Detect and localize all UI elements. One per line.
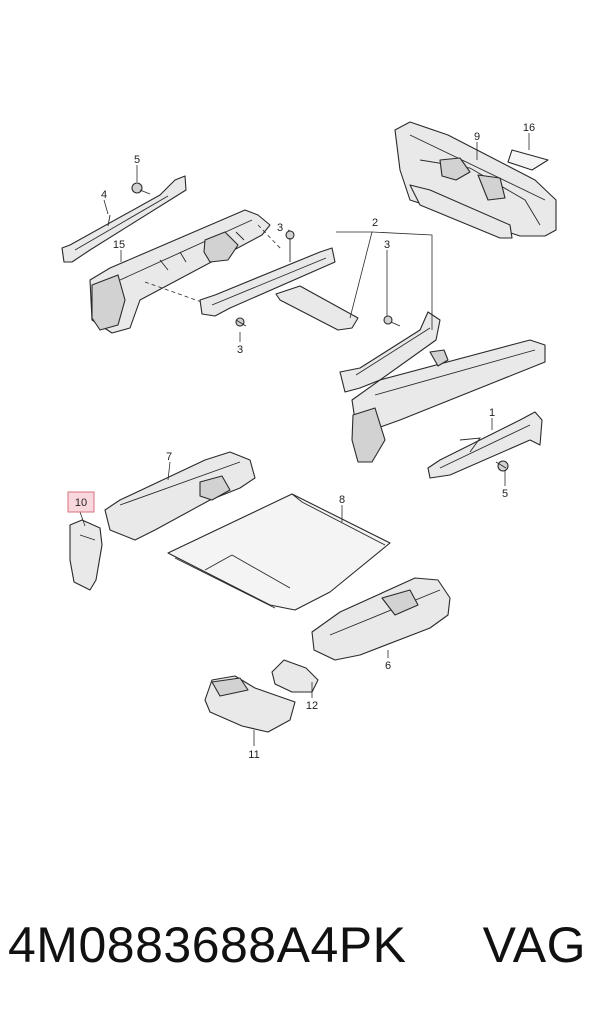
part-6-trim: [311, 577, 451, 661]
callout-7: 7: [166, 451, 172, 463]
callout-3c: 3: [237, 344, 243, 356]
callout-16: 16: [523, 122, 535, 134]
brand-name: VAG: [482, 917, 586, 973]
callout-5a: 5: [134, 154, 140, 166]
callout-6: 6: [385, 660, 391, 672]
part-16-label: [507, 149, 549, 171]
part-4-bracket: [61, 175, 187, 263]
callout-9: 9: [474, 131, 480, 143]
part-right-rail-support: [339, 311, 546, 463]
bolt-3-c: [383, 315, 401, 327]
parts-diagram: 1 2 3 3 3 4 5 5 6 7 8 9 10 11 12 15 16: [61, 121, 557, 761]
callout-10: 10: [75, 497, 87, 509]
bolt-3-b: [285, 230, 295, 262]
bolt-5-top: [131, 182, 151, 195]
callout-10-highlight: [67, 491, 95, 513]
callout-15: 15: [113, 239, 125, 251]
callout-3a: 3: [277, 222, 283, 234]
callout-11: 11: [248, 749, 259, 761]
callout-labels: 1 2 3 3 3 4 5 5 6 7 8 9 10 11 12 15 16: [67, 122, 535, 761]
part-middle-bracket: [199, 247, 359, 331]
part-10-panel: [69, 519, 103, 591]
part-15-seat-rail: [89, 209, 271, 334]
footer-caption: 4M0883688A4PK VAG: [0, 905, 600, 985]
callout-5b: 5: [502, 488, 508, 500]
callout-2: 2: [372, 217, 378, 229]
bolt-5-bottom: [495, 460, 509, 472]
part-9-rear-panel: [394, 121, 557, 239]
callout-1: 1: [489, 407, 495, 419]
bolt-3-a: [235, 317, 247, 327]
part-number: 4M0883688A4PK: [8, 917, 407, 973]
callout-8: 8: [339, 494, 345, 506]
part-12-clip: [271, 659, 319, 693]
part-11-console: [204, 675, 296, 733]
part-8-floor-mat: [167, 493, 391, 611]
part-7-trim: [104, 451, 256, 541]
callout-12: 12: [306, 700, 318, 712]
part-1-bracket: [427, 411, 543, 479]
callout-4: 4: [101, 189, 107, 201]
callout-3b: 3: [384, 239, 390, 251]
